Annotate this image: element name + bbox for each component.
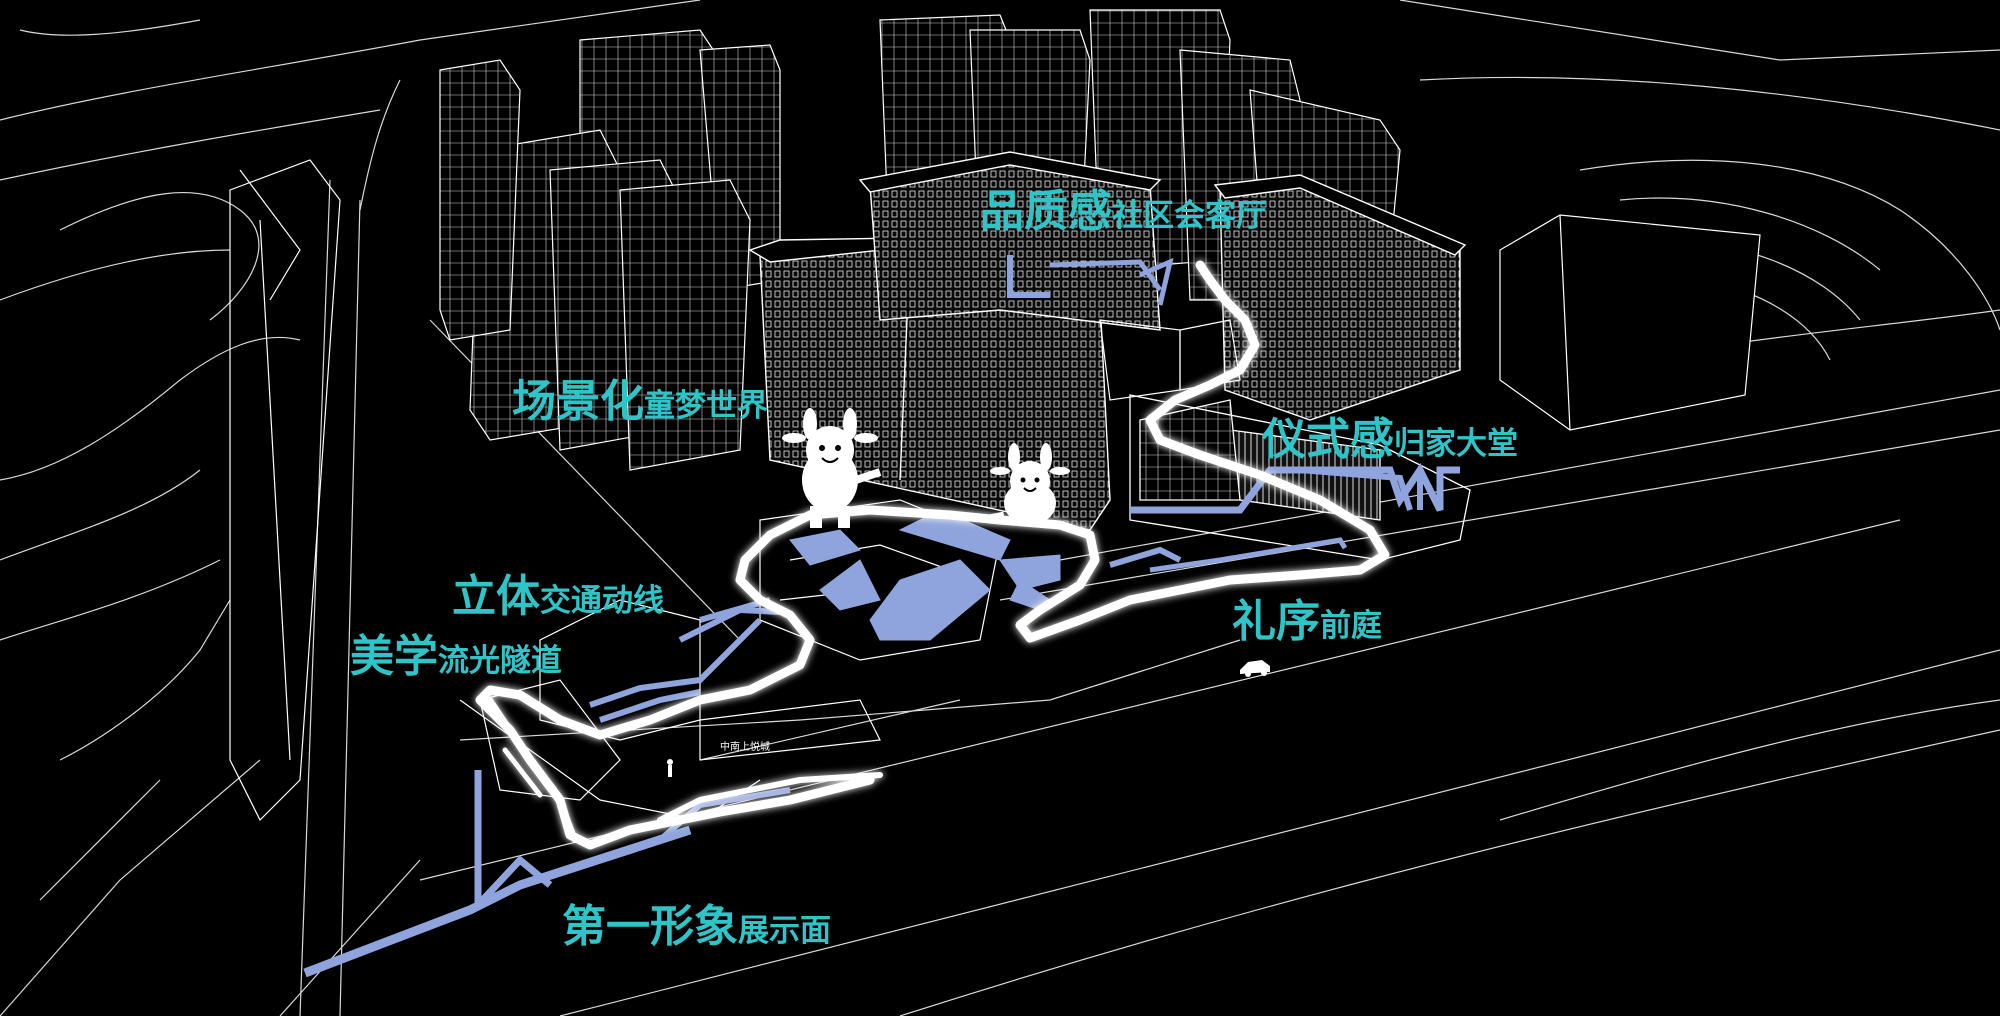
deer-mascot-icon — [782, 408, 882, 528]
label-first-image: 第一形象展示面 — [562, 905, 831, 949]
label-community-hall-emphasis: 品质感 — [980, 186, 1112, 237]
center-back-building — [858, 151, 1162, 331]
label-traffic-subtitle: 交通动线 — [540, 583, 664, 619]
deer-mascot-icon — [983, 443, 1070, 525]
label-dream-world-emphasis: 场景化 — [512, 376, 644, 427]
label-front-court: 礼序前庭 — [1232, 600, 1382, 644]
right-slab-building — [1213, 174, 1467, 421]
site-sign: 中南上悦城 — [720, 742, 770, 753]
right-box — [1499, 214, 1761, 431]
terrain-wedge — [229, 159, 341, 822]
label-community-hall: 品质感社区会客厅 — [980, 190, 1267, 234]
label-home-lobby-subtitle: 归家大堂 — [1394, 426, 1518, 462]
label-traffic: 立体交通动线 — [452, 575, 664, 619]
label-home-lobby: 仪式感归家大堂 — [1262, 418, 1518, 462]
label-traffic-emphasis: 立体 — [452, 571, 540, 622]
label-dream-world-subtitle: 童梦世界 — [644, 388, 768, 424]
car-icon — [1240, 660, 1270, 677]
label-light-tunnel: 美学流光隧道 — [350, 635, 562, 679]
accent-paths — [303, 255, 1460, 978]
label-front-court-emphasis: 礼序 — [1232, 596, 1320, 647]
label-first-image-emphasis: 第一形象 — [562, 901, 738, 952]
circulation-path — [475, 260, 1390, 850]
label-community-hall-subtitle: 社区会客厅 — [1112, 198, 1267, 234]
label-light-tunnel-subtitle: 流光隧道 — [438, 643, 562, 679]
label-home-lobby-emphasis: 仪式感 — [1262, 414, 1394, 465]
label-front-court-subtitle: 前庭 — [1320, 608, 1382, 644]
label-first-image-subtitle: 展示面 — [738, 913, 831, 949]
person-icon — [667, 759, 673, 777]
label-light-tunnel-emphasis: 美学 — [350, 631, 438, 682]
label-dream-world: 场景化童梦世界 — [512, 380, 768, 424]
